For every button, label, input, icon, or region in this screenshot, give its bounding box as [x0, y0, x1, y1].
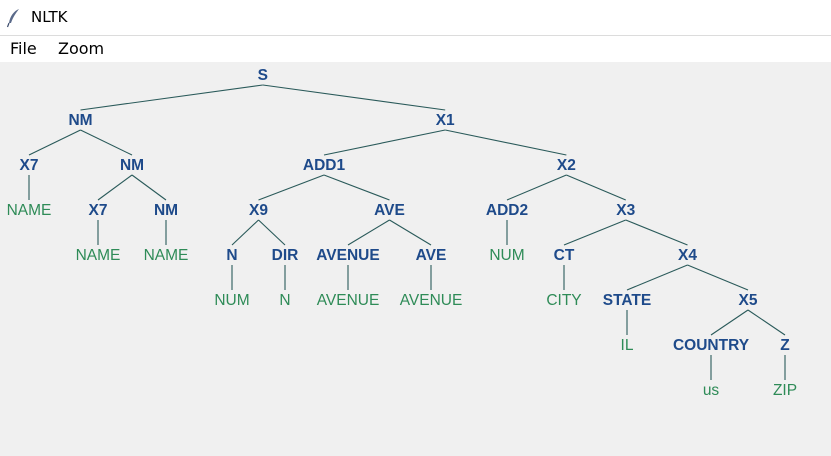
tree-edge — [347, 219, 390, 246]
leaf-avenue[interactable]: AVENUE — [317, 292, 380, 309]
node-x5[interactable]: X5 — [739, 292, 758, 309]
node-s[interactable]: S — [258, 67, 268, 84]
tree-edge — [323, 129, 446, 156]
node-ave[interactable]: AVE — [416, 247, 447, 264]
tree-edge — [258, 219, 286, 246]
node-x4[interactable]: X4 — [678, 247, 697, 264]
tree-view: SNMX7NAMENMX7NAMENMNAMEX1ADD1X9NNUMDIRNA… — [7, 67, 797, 399]
node-country[interactable]: COUNTRY — [673, 337, 750, 354]
tree-edge — [28, 129, 81, 156]
node-x7[interactable]: X7 — [89, 202, 108, 219]
tree-edge — [131, 174, 167, 201]
node-n[interactable]: N — [226, 247, 237, 264]
node-avenue[interactable]: AVENUE — [316, 247, 379, 264]
leaf-name[interactable]: NAME — [7, 202, 52, 219]
leaf-zip[interactable]: ZIP — [773, 382, 797, 399]
menu-file[interactable]: File — [10, 39, 37, 58]
tree-edge — [80, 129, 133, 156]
node-x9[interactable]: X9 — [249, 202, 268, 219]
leaf-n[interactable]: N — [279, 292, 290, 309]
tree-edge — [747, 309, 786, 336]
tree-edge — [710, 309, 749, 336]
leaf-name[interactable]: NAME — [144, 247, 189, 264]
node-x1[interactable]: X1 — [436, 112, 455, 129]
tree-edge — [323, 174, 390, 201]
node-ave[interactable]: AVE — [374, 202, 405, 219]
window-title: NLTK — [31, 8, 68, 26]
tree-edge — [97, 174, 133, 201]
node-nm[interactable]: NM — [68, 112, 92, 129]
node-x3[interactable]: X3 — [616, 202, 635, 219]
leaf-city[interactable]: CITY — [546, 292, 581, 309]
node-z[interactable]: Z — [780, 337, 790, 354]
leaf-name[interactable]: NAME — [76, 247, 121, 264]
tree-edge — [626, 264, 688, 291]
leaf-il[interactable]: IL — [621, 337, 634, 354]
tree-edge — [258, 174, 325, 201]
node-state[interactable]: STATE — [603, 292, 652, 309]
tree-edge — [262, 84, 446, 111]
tree-edge — [80, 84, 263, 111]
node-nm[interactable]: NM — [120, 157, 144, 174]
feather-icon — [6, 9, 19, 28]
title-bar: NLTK — [0, 0, 831, 36]
menu-zoom[interactable]: Zoom — [58, 39, 105, 58]
node-add1[interactable]: ADD1 — [303, 157, 346, 174]
node-ct[interactable]: CT — [554, 247, 575, 264]
tree-edge — [563, 219, 626, 246]
tree-edge — [231, 219, 259, 246]
tree-edge — [687, 264, 749, 291]
menu-bar: File Zoom — [0, 36, 831, 62]
leaf-num[interactable]: NUM — [489, 247, 524, 264]
tree-edge — [389, 219, 432, 246]
tree-edge — [506, 174, 567, 201]
tree-edge — [445, 129, 567, 156]
node-nm[interactable]: NM — [154, 202, 178, 219]
node-dir[interactable]: DIR — [272, 247, 299, 264]
node-x7[interactable]: X7 — [20, 157, 39, 174]
leaf-us[interactable]: us — [703, 382, 720, 399]
leaf-num[interactable]: NUM — [214, 292, 249, 309]
tree-edge — [625, 219, 688, 246]
leaf-avenue[interactable]: AVENUE — [400, 292, 463, 309]
node-x2[interactable]: X2 — [557, 157, 576, 174]
tree-edge — [566, 174, 626, 201]
node-add2[interactable]: ADD2 — [486, 202, 528, 219]
